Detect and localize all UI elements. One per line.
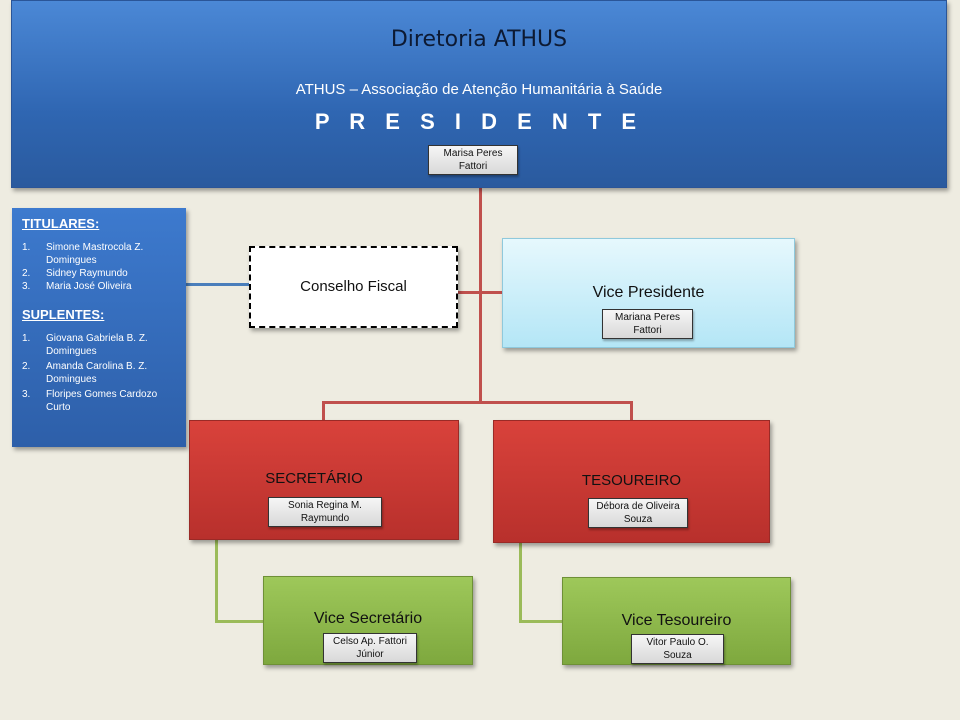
connector-vice-conselho — [458, 291, 502, 294]
secretario-name: Sonia Regina M. Raymundo — [268, 497, 382, 527]
name-line: Débora de Oliveira — [596, 501, 680, 512]
connector-vice-tes-h — [519, 620, 562, 623]
list-item: 3. Maria José Oliveira — [22, 280, 176, 293]
president-role: P R E S I D E N T E — [314, 109, 644, 134]
name-line: Marisa Peres — [443, 148, 503, 159]
connector-sec — [322, 401, 325, 421]
item-number: 1. — [22, 333, 31, 344]
tesoureiro-role: TESOUREIRO — [581, 472, 682, 489]
name-line: Celso Ap. Fattori — [333, 636, 407, 647]
titulares-list: 1. Simone Mastrocola Z. Domingues 2. Sidne… — [22, 241, 176, 293]
item-number: 3. — [22, 389, 31, 400]
member-name: Floripes Gomes Cardozo Curto — [46, 389, 158, 413]
name-line: Sonia Regina M. — [288, 500, 362, 511]
secretario-box: SECRETÁRIO Sonia Regina M. Raymundo — [189, 420, 459, 540]
page-title: Diretoria ATHUS — [390, 27, 568, 52]
name-line: Souza — [623, 514, 653, 525]
member-name: Amanda Carolina B. Z. Domingues — [46, 361, 148, 385]
item-number: 2. — [22, 361, 31, 372]
conselho-fiscal-box: Conselho Fiscal — [249, 246, 458, 328]
connector-vice-sec-h — [215, 620, 263, 623]
item-number: 2. — [22, 268, 31, 279]
list-item: 3. Floripes Gomes Cardozo Curto — [22, 388, 176, 414]
name-line: Fattori — [633, 325, 662, 336]
connector-branch — [322, 401, 633, 404]
vice-tesoureiro-box: Vice Tesoureiro Vitor Paulo O. Souza — [562, 577, 791, 665]
list-item: 2. Amanda Carolina B. Z. Domingues — [22, 360, 176, 386]
suplentes-heading: SUPLENTES: — [22, 307, 105, 322]
conselho-fiscal-label: Conselho Fiscal — [300, 278, 407, 295]
vice-secretario-role: Vice Secretário — [313, 610, 423, 627]
org-subtitle: ATHUS – Associação de Atenção Humanitári… — [295, 81, 663, 98]
name-line: Fattori — [458, 161, 488, 172]
connector-vice-sec-v — [215, 540, 218, 623]
name-line: Mariana Peres — [614, 312, 681, 323]
suplentes-list: 1. Giovana Gabriela B. Z. Domingues 2. Ama… — [22, 332, 176, 414]
titulares-heading: TITULARES: — [22, 216, 100, 231]
list-item: 1. Giovana Gabriela B. Z. Domingues — [22, 332, 176, 358]
connector-vice-tes-v — [519, 543, 522, 623]
name-line: Júnior — [356, 649, 384, 660]
list-item: 2. Sidney Raymundo — [22, 267, 176, 280]
connector-tes — [630, 401, 633, 421]
item-number: 1. — [22, 242, 31, 253]
member-name: Maria José Oliveira — [46, 281, 132, 292]
member-name: Sidney Raymundo — [46, 268, 128, 279]
president-box: Diretoria ATHUS ATHUS – Associação de At… — [11, 0, 947, 188]
name-line: Souza — [663, 650, 692, 661]
secretario-role: SECRETÁRIO — [265, 470, 363, 487]
member-name: Giovana Gabriela B. Z. Domingues — [46, 333, 148, 357]
name-line: Vitor Paulo O. — [646, 637, 709, 648]
list-item: 1. Simone Mastrocola Z. Domingues — [22, 241, 176, 267]
item-number: 3. — [22, 281, 31, 292]
connector-president — [479, 188, 482, 404]
member-name: Simone Mastrocola Z. Domingues — [46, 242, 144, 266]
vice-tesoureiro-name: Vitor Paulo O. Souza — [631, 634, 724, 664]
connector-conselho-list — [186, 283, 250, 286]
conselho-members-box: TITULARES: 1. Simone Mastrocola Z. Doming… — [12, 208, 186, 447]
vice-tesoureiro-role: Vice Tesoureiro — [621, 612, 732, 629]
name-line: Raymundo — [300, 513, 350, 524]
vice-president-role: Vice Presidente — [592, 284, 705, 301]
